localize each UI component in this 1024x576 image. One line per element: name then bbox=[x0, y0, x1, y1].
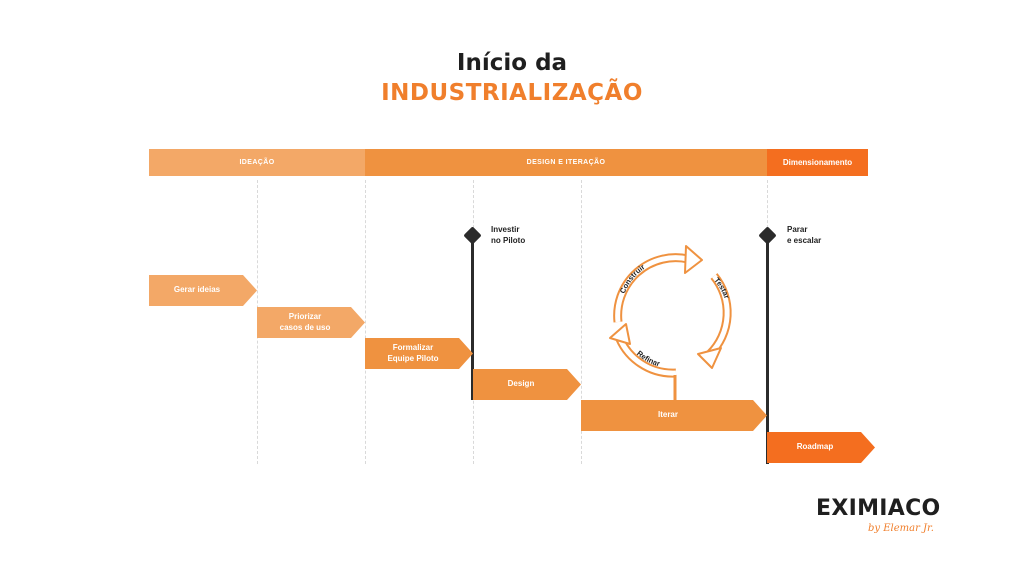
phase-dimensionamento: Dimensionamento bbox=[767, 149, 868, 176]
cycle-label-construir: Construir bbox=[618, 262, 647, 295]
step-iterar: Iterar bbox=[581, 400, 767, 431]
title-line-1: Início da bbox=[456, 50, 568, 76]
title-line-2: INDUSTRIALIZAÇÃO bbox=[381, 80, 643, 106]
brand-logo: EXIMIACO bbox=[816, 496, 941, 521]
phase-design-iteracao: DESIGN E ITERAÇÃO bbox=[365, 149, 767, 176]
grid-divider bbox=[581, 180, 582, 464]
iteration-cycle-diagram: Construir Testar Refinar bbox=[609, 245, 732, 400]
step-gerar-ideias: Gerar ideias bbox=[149, 275, 257, 306]
cycle-arrowheads bbox=[609, 245, 722, 369]
milestone-line-investir bbox=[471, 236, 474, 400]
milestone-diamond-investir bbox=[463, 226, 482, 245]
step-roadmap: Roadmap bbox=[767, 432, 875, 463]
phase-ideacao: IDEAÇÃO bbox=[149, 149, 365, 176]
brand-tagline: by Elemar Jr. bbox=[868, 523, 934, 534]
step-design: Design bbox=[473, 369, 581, 400]
grid-divider bbox=[365, 180, 366, 464]
milestone-diamond-parar bbox=[758, 226, 777, 245]
milestone-line-parar bbox=[766, 236, 769, 464]
